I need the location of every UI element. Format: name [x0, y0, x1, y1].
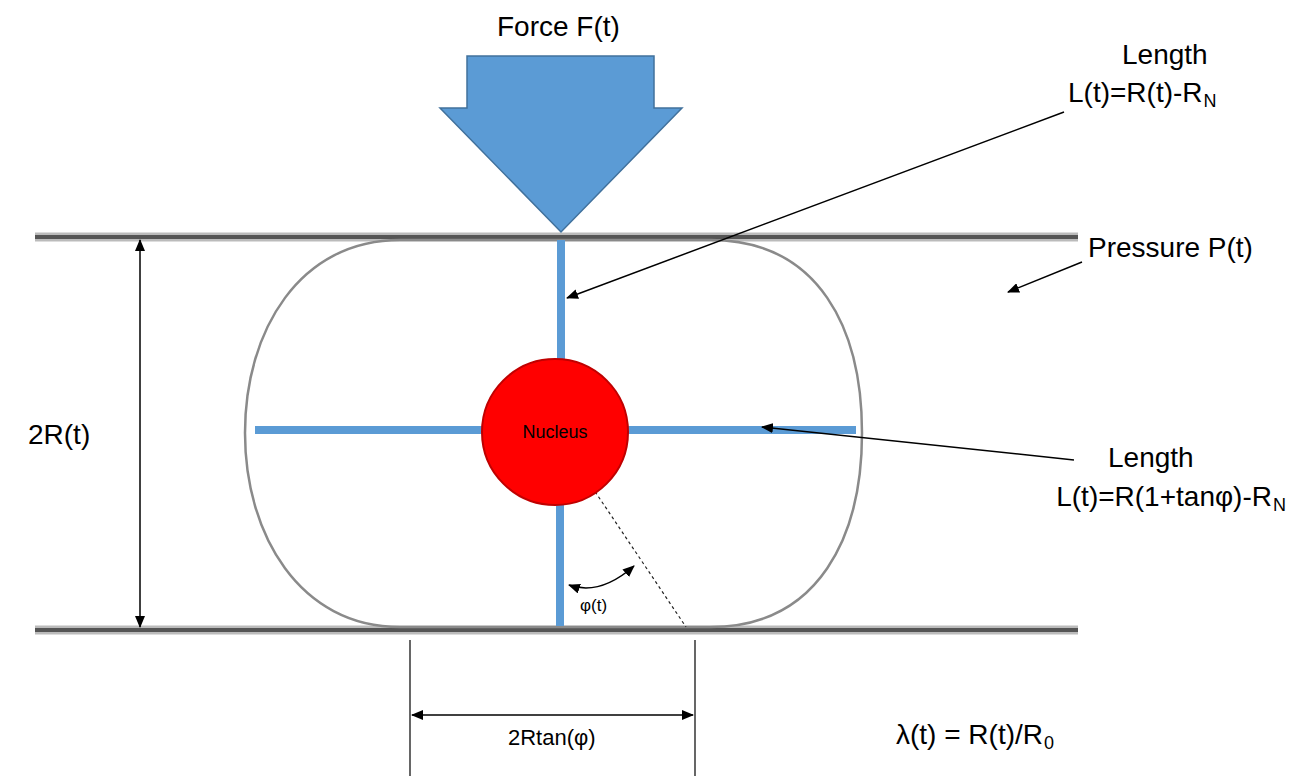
- node-text: Nucleus: [480, 357, 630, 507]
- force-arrow: [440, 56, 682, 232]
- spoke-bottom: [556, 505, 564, 626]
- force-label: Force F(t): [497, 12, 620, 43]
- nucleus-circle: Nucleus: [480, 357, 630, 507]
- dimension-arrow: [139, 240, 141, 627]
- subscript: 0: [1044, 734, 1054, 754]
- length-label: Length: [1122, 40, 1208, 71]
- dimension-tick: [409, 640, 410, 776]
- spoke-left: [255, 426, 482, 434]
- formula-label: L(t)=R(t)-R: [1068, 78, 1203, 109]
- dimension-tick: [694, 640, 695, 776]
- leader-line: [567, 112, 1064, 298]
- spoke-top: [557, 240, 565, 360]
- subscript: N: [1273, 496, 1286, 516]
- leader-line: [1008, 262, 1082, 292]
- ratio-label: λ(t) = R(t)/R: [896, 720, 1043, 751]
- formula-label: L(t)=R(1+tanφ)-R: [1056, 482, 1272, 513]
- subscript: N: [1204, 92, 1217, 112]
- cell-outline: [245, 240, 862, 627]
- angle-arc: [569, 566, 634, 588]
- length-label: Length: [1108, 443, 1194, 474]
- dimension-label: 2R(t): [28, 420, 90, 451]
- dimension-label: 2Rtan(φ): [508, 726, 596, 750]
- dimension-arrow: [412, 714, 693, 716]
- pressure-label: Pressure P(t): [1088, 233, 1253, 264]
- angle-label: φ(t): [580, 597, 607, 616]
- top-plate: [35, 235, 1078, 239]
- bottom-plate: [35, 628, 1078, 632]
- leader-line: [762, 427, 1074, 460]
